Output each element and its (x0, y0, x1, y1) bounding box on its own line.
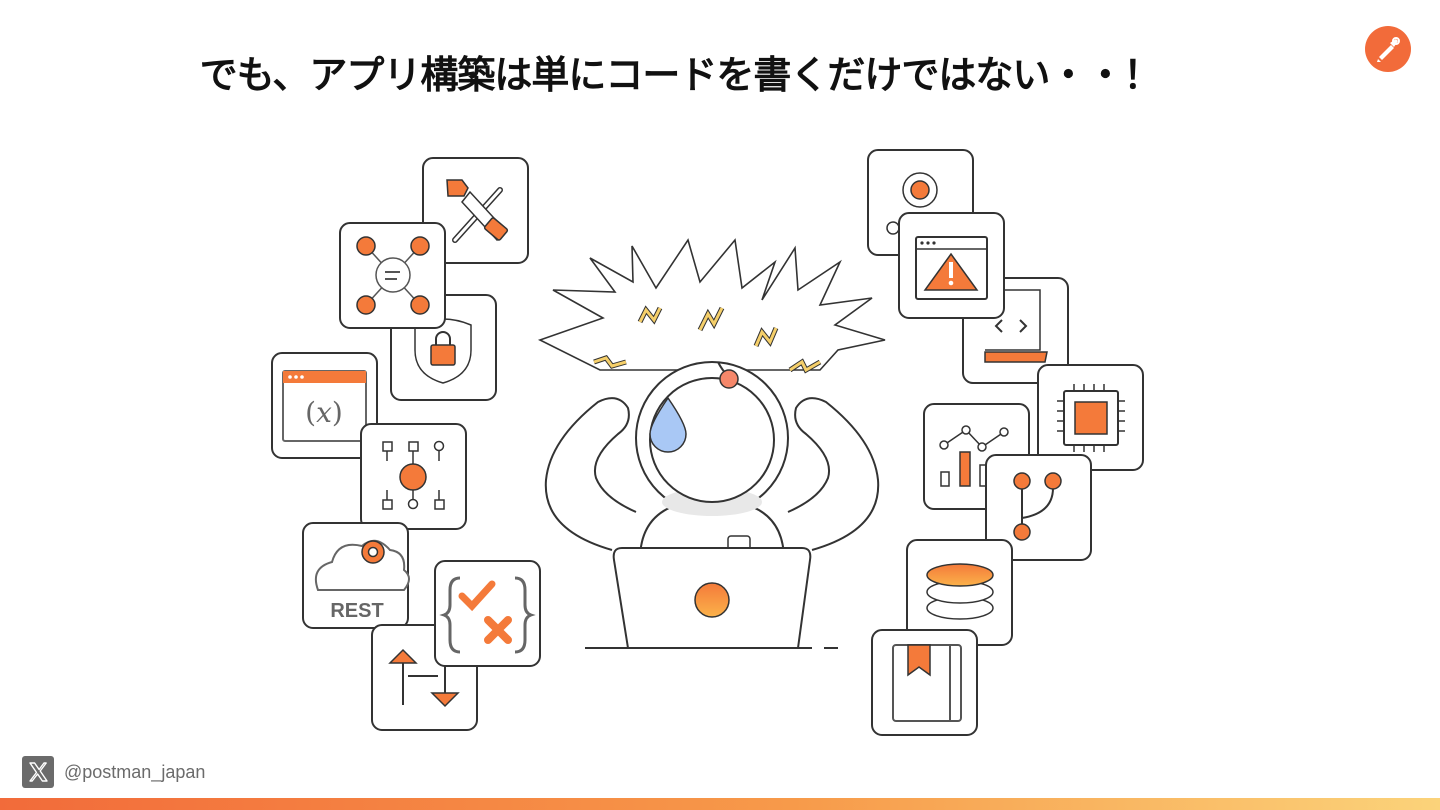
warning-window-tile-icon (898, 212, 1005, 319)
git-branch-tile-icon (985, 454, 1092, 561)
rest-label: REST (330, 600, 383, 622)
stress-burst-icon (537, 238, 886, 374)
network-hub-tile-icon (339, 222, 446, 329)
database-tile-icon (906, 539, 1013, 646)
variable-label: (𝑥) (305, 396, 343, 429)
laptop-icon (585, 535, 838, 649)
x-logo-icon (22, 756, 54, 788)
postman-logo-icon (1365, 26, 1411, 72)
bottom-gradient-bar (0, 798, 1440, 810)
documentation-book-tile-icon (871, 629, 978, 736)
rest-cloud-tile-icon: REST (302, 522, 410, 629)
twitter-handle: @postman_japan (64, 761, 206, 782)
variables-window-tile-icon: (𝑥) (271, 352, 378, 459)
astronaut-character (544, 361, 880, 561)
slide-title: でも、アプリ構築は単にコードを書くだけではない・・！ (199, 53, 1162, 97)
test-results-tile-icon (434, 560, 541, 667)
cpu-chip-tile-icon (1037, 364, 1144, 471)
workflow-tile-icon (360, 423, 467, 530)
tools-tile-icon (422, 157, 529, 264)
social-footer: @postman_japan (22, 756, 205, 788)
